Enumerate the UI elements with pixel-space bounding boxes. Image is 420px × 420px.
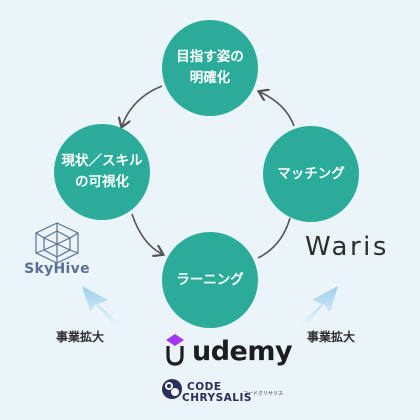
code-chrysalis-logo-subtext: コードクリサリス — [243, 391, 284, 397]
business-expansion-label-left: 事業拡大 — [56, 330, 105, 344]
arrow-visualize-to-learning — [131, 213, 162, 254]
code-chrysalis-logo-text-line1: CODE — [187, 381, 222, 393]
node-goal-clarification: 目指す姿の 明確化 — [162, 20, 258, 116]
waris-logo-text: Waris — [305, 232, 389, 262]
arrow-goal-to-visualize — [122, 85, 163, 126]
arrow-learning-to-matching — [257, 217, 291, 259]
node-matching: マッチング — [263, 126, 359, 222]
expand-arrow-left — [82, 286, 118, 326]
node-skill-visualization: 現状／スキル の可視化 — [54, 124, 150, 220]
node-goal-label: 目指す姿の 明確化 — [176, 49, 244, 86]
skyhive-logo-icon — [35, 222, 79, 264]
udemy-logo-text: udemy — [192, 336, 293, 367]
business-expansion-label-right: 事業拡大 — [307, 330, 356, 344]
code-chrysalis-logo-icon — [162, 379, 182, 399]
skyhive-logo-text: SkyHive — [24, 261, 90, 277]
node-learning-label: ラーニング — [176, 271, 244, 288]
node-learning: ラーニング — [162, 232, 258, 328]
expand-arrow-right — [302, 286, 338, 326]
node-visualize-label: 現状／スキル の可視化 — [61, 153, 143, 190]
node-matching-label: マッチング — [277, 165, 345, 182]
code-chrysalis-logo-text-line2: CHRYSALIS — [182, 392, 252, 404]
arrow-matching-to-goal — [260, 92, 295, 127]
udemy-logo-icon — [166, 334, 184, 366]
